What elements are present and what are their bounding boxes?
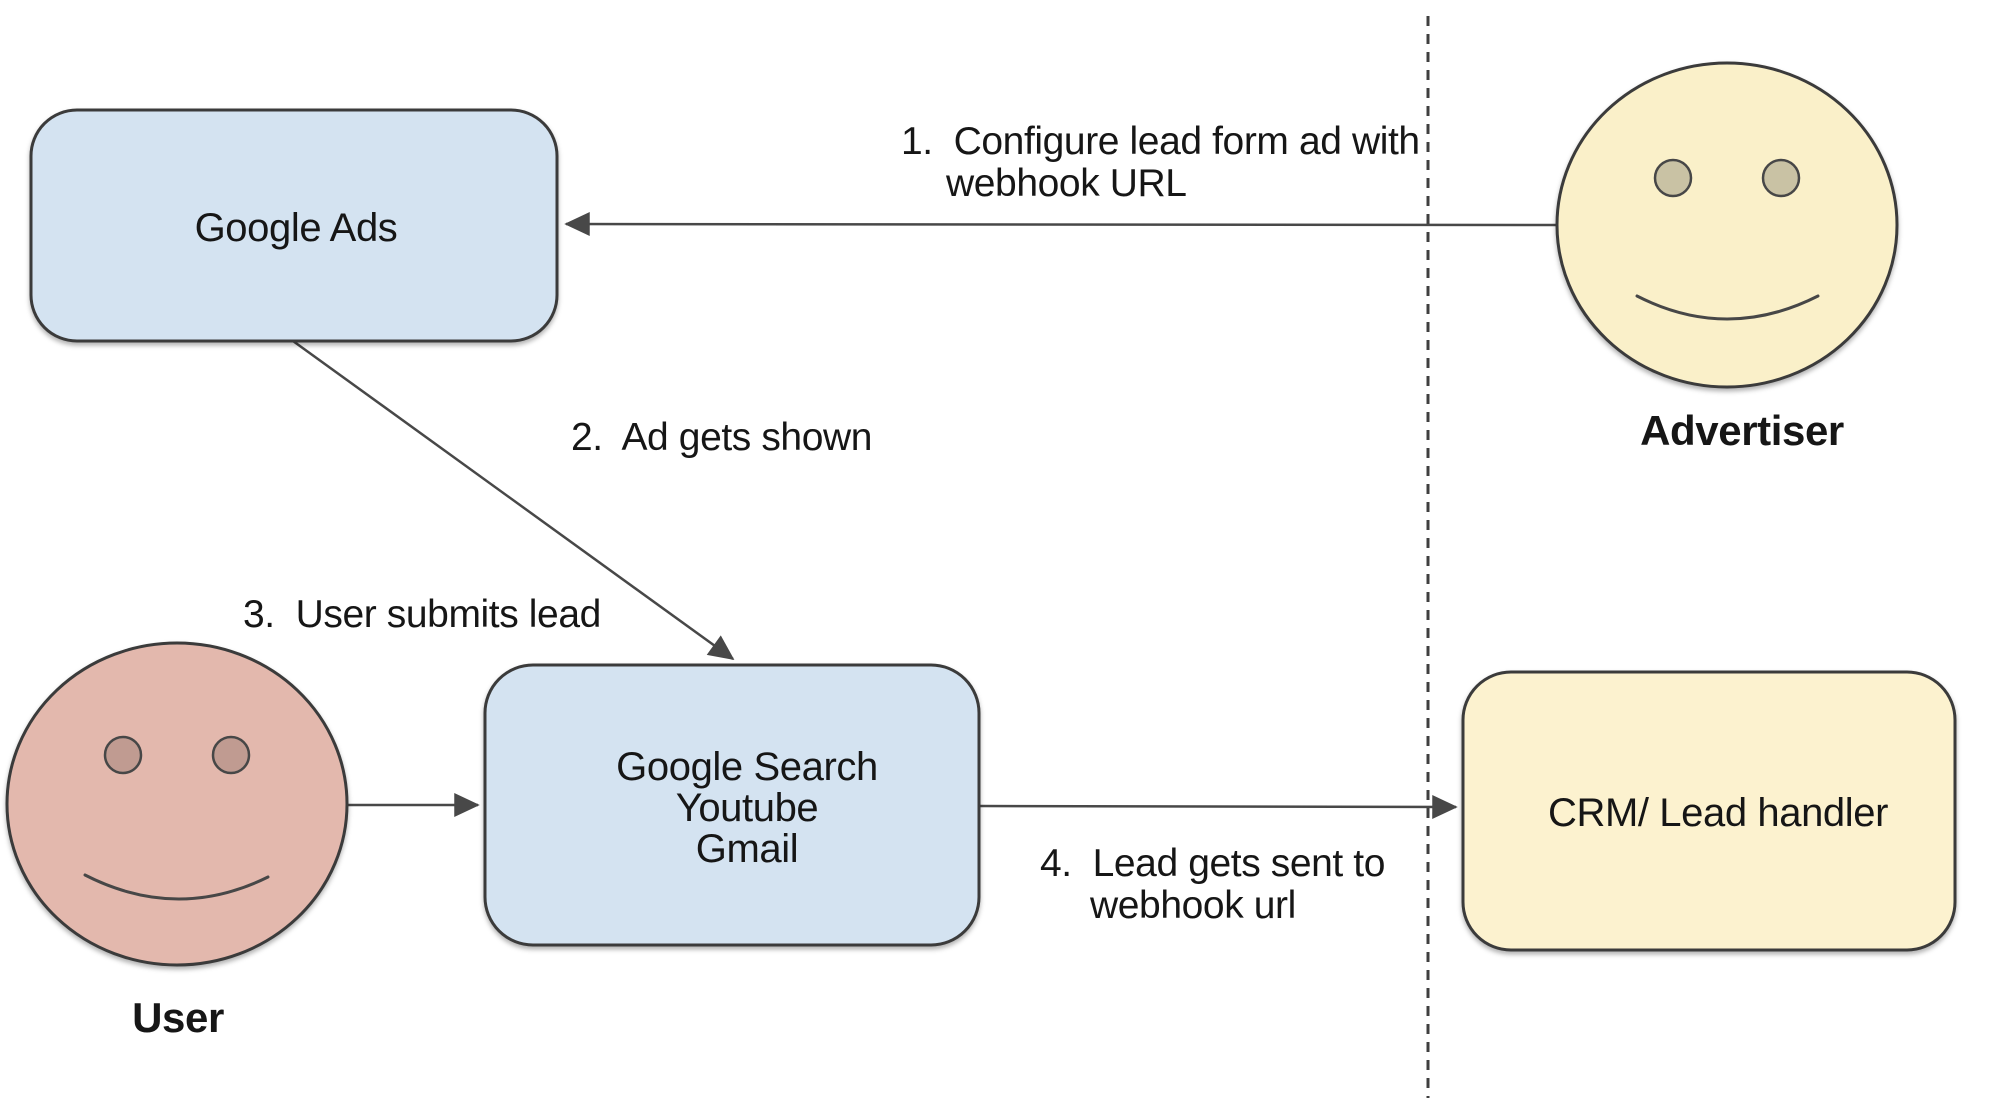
advertiser-smile bbox=[1635, 294, 1820, 321]
arrow-google-ads-to-surfaces bbox=[292, 339, 735, 661]
google-surfaces-label-line1: Google Search bbox=[616, 745, 878, 789]
crm-label: CRM/ Lead handler bbox=[1548, 791, 1888, 835]
arrow-surfaces-to-crm bbox=[978, 794, 1458, 819]
step1-label-line1: 1. Configure lead form ad with bbox=[901, 120, 1420, 163]
step4-label-line2: webhook url bbox=[1089, 884, 1296, 927]
user-figure bbox=[5, 641, 349, 967]
user-smile bbox=[83, 873, 270, 901]
advertiser-label: Advertiser bbox=[1640, 407, 1844, 454]
advertiser-figure bbox=[1555, 61, 1899, 389]
google-surfaces-label-line3: Gmail bbox=[696, 827, 798, 871]
user-left-eye bbox=[103, 735, 143, 775]
user-right-eye bbox=[211, 735, 251, 775]
google-surfaces-label-line2: Youtube bbox=[676, 786, 819, 830]
google-surfaces-node bbox=[483, 663, 981, 947]
step4-label-line1: 4. Lead gets sent to bbox=[1040, 842, 1385, 885]
google-ads-node bbox=[29, 108, 559, 343]
step2-label: 2. Ad gets shown bbox=[571, 416, 872, 459]
google-ads-label: Google Ads bbox=[195, 206, 398, 250]
user-face bbox=[5, 641, 349, 967]
arrow-advertiser-to-google-ads bbox=[564, 212, 1559, 237]
advertiser-face bbox=[1555, 61, 1899, 389]
user-label: User bbox=[132, 994, 224, 1041]
advertiser-left-eye bbox=[1653, 158, 1693, 198]
advertiser-right-eye bbox=[1761, 158, 1801, 198]
step3-label: 3. User submits lead bbox=[243, 593, 601, 636]
crm-node bbox=[1461, 670, 1957, 952]
step1-label-line2: webhook URL bbox=[945, 162, 1187, 205]
